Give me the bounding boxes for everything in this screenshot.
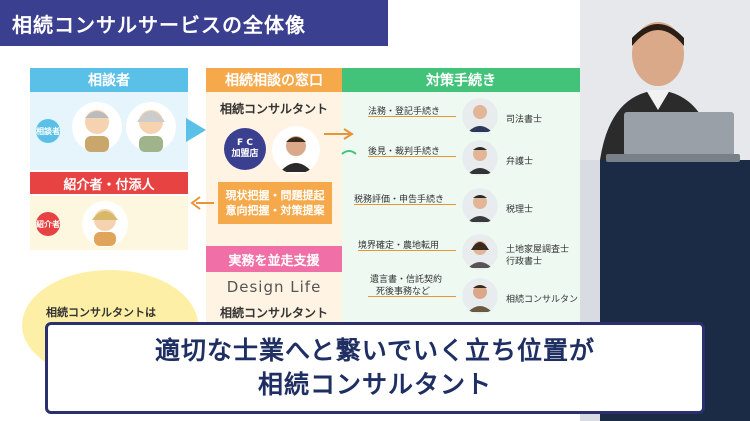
task-label-will: 遺言書・信託契約: [370, 275, 443, 285]
task-label-boundary: 境界確定・農地転用: [358, 241, 440, 251]
subtitle-caption: 適切な士業へと繋いでいく立ち位置が 相続コンサルタント: [45, 322, 705, 414]
prof-label-surveyor: 土地家屋調査士: [506, 245, 570, 255]
task-label-tax: 税務評価・申告手続き: [354, 195, 445, 205]
oval-text: 相続コンサルタントは: [46, 306, 156, 319]
surveyor-photo: [462, 234, 498, 270]
elderly-man-illustration: [72, 100, 122, 154]
prof-label-tax: 税理士: [506, 205, 534, 215]
scrivener-photo: [462, 98, 498, 134]
elderly-woman-illustration: [126, 100, 176, 154]
consultant-photo: [272, 126, 320, 174]
caption-line2: 相続コンサルタント: [257, 370, 492, 399]
inheritance-consultant-photo: [462, 278, 498, 314]
handshake-icon: [341, 150, 357, 155]
laptop-icon: [606, 112, 740, 162]
task-line-legal: [368, 116, 456, 117]
fc-badge-line1: F C: [237, 138, 253, 148]
header-consult-window: 相続相談の窓口: [206, 68, 342, 92]
prof-label-scrivener: 司法書士: [506, 115, 543, 125]
prof-label-admin-scrivener: 行政書士: [506, 257, 543, 267]
caption-line1: 適切な士業へと繋いでいく立ち位置が: [154, 336, 595, 365]
tax-accountant-photo: [462, 188, 498, 224]
task-line-will: [368, 296, 456, 297]
task-line-tax: [354, 204, 456, 205]
fc-badge-line2: 加盟店: [231, 149, 259, 159]
task-label-will-2: 死後事務など: [376, 287, 431, 297]
arrow-to-procedures-icon: [324, 128, 354, 140]
prof-label-inheritance-consultant: 相続コンサルタント: [506, 295, 588, 305]
header-consultant: 相談者: [30, 68, 188, 92]
task-line-guardian: [368, 156, 456, 157]
header-procedures: 対策手続き: [342, 68, 580, 92]
bottom-role-label: 相続コンサルタント: [219, 306, 328, 320]
problem-box: 現状把握・問題提起 意向把握・対策提案: [218, 182, 332, 224]
slide-title: 相続コンサルサービスの全体像: [0, 0, 388, 46]
fc-badge: F C 加盟店: [224, 128, 266, 170]
procedures-panel: [342, 92, 580, 322]
middle-role-label: 相続コンサルタント: [219, 102, 328, 116]
lawyer-photo: [462, 140, 498, 176]
design-life-logo: Design Life: [226, 278, 322, 296]
introducer-bar: 紹介者・付添人: [30, 172, 188, 194]
consultant-badge: 相談者: [36, 119, 60, 143]
support-bar: 実務を並走支援: [206, 246, 342, 272]
problem-line1: 現状把握・問題提起: [225, 189, 325, 202]
task-label-legal: 法務・登記手続き: [368, 107, 441, 117]
arrow-right-icon: [186, 118, 206, 142]
task-line-boundary: [358, 250, 456, 251]
prof-label-lawyer: 弁護士: [506, 157, 534, 167]
task-label-guardian: 後見・裁判手続き: [368, 147, 441, 157]
arrow-left-icon: [190, 196, 214, 210]
introducer-illustration: [82, 200, 128, 248]
problem-line2: 意向把握・対策提案: [225, 204, 325, 217]
introducer-badge: 紹介者: [36, 212, 60, 236]
